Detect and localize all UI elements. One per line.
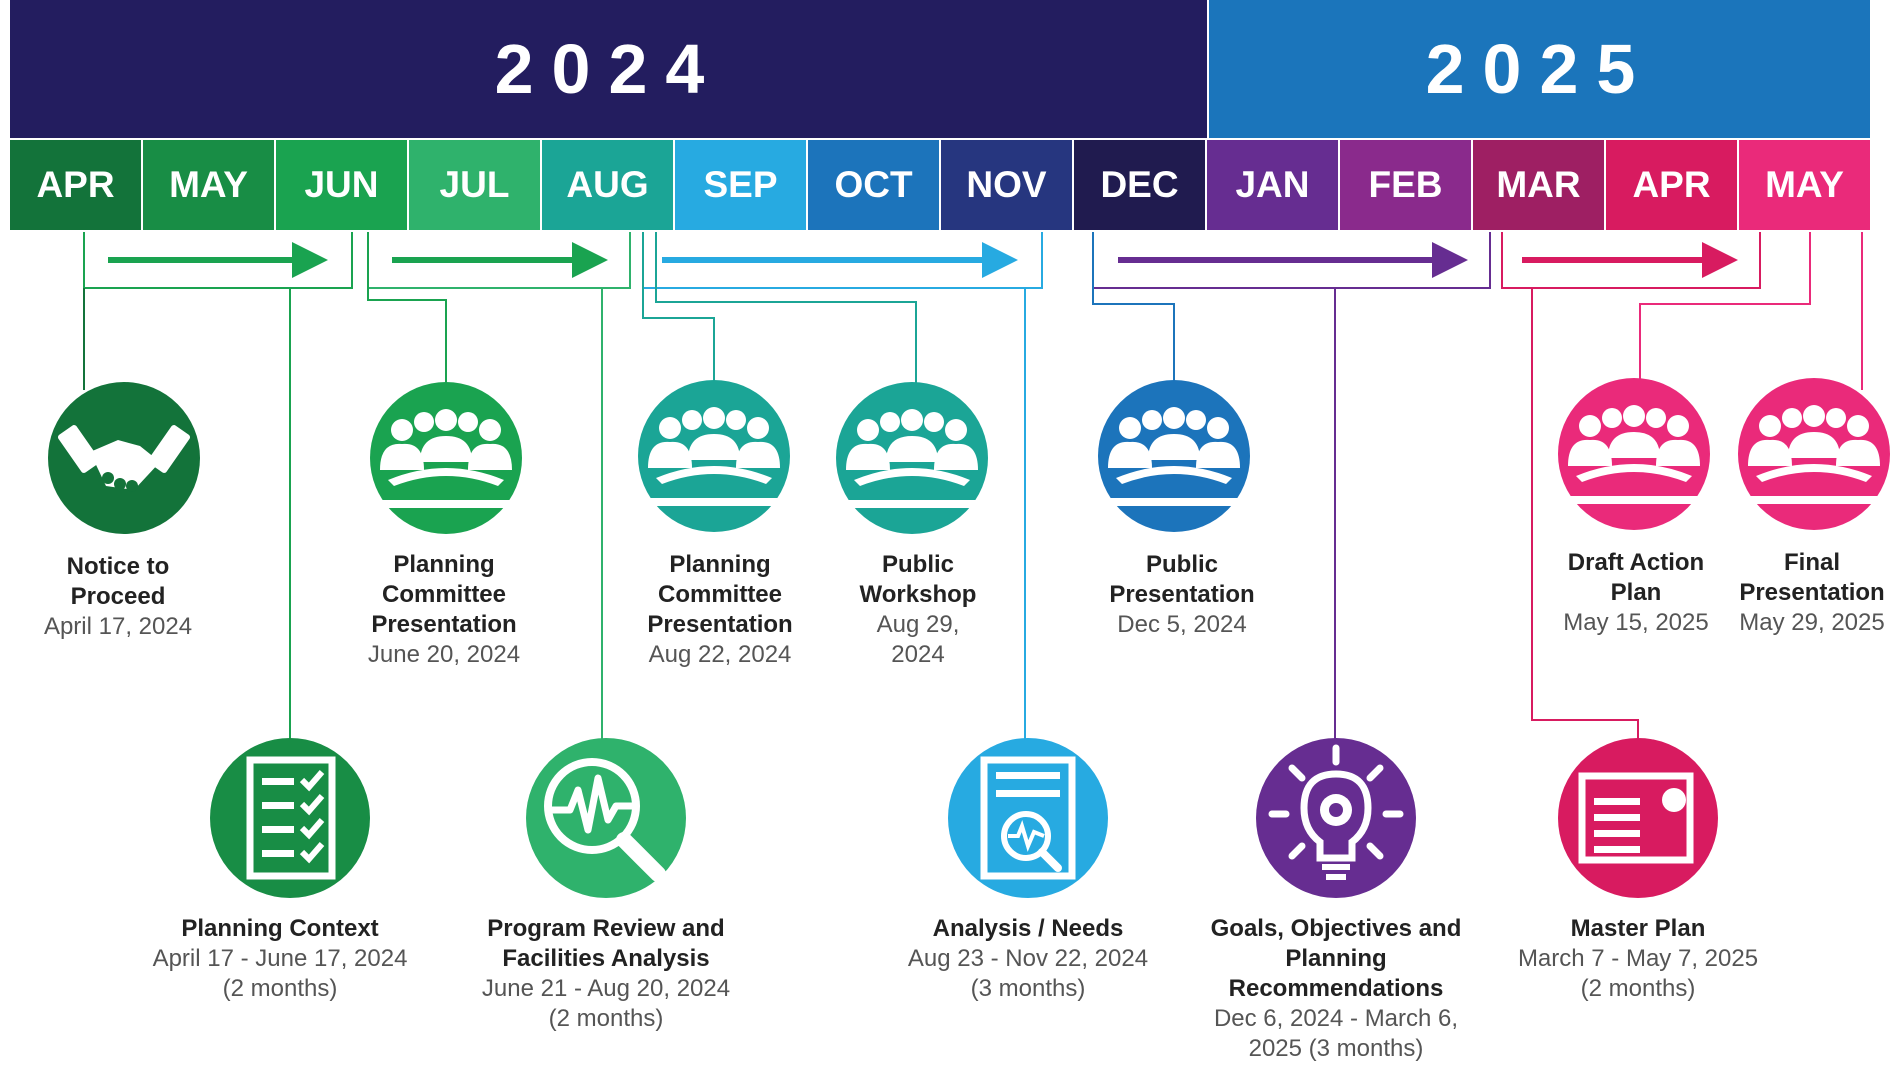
phase-dates: Dec 6, 2024 - March 6, [1213, 1005, 1459, 1032]
phase-title: Master Plan [1570, 915, 1706, 942]
phase-duration: (2 months) [548, 1005, 664, 1032]
phase-title: Goals, Objectives and Planning Recommend… [1210, 915, 1462, 1002]
month-cell: NOV [941, 140, 1074, 230]
magnifier-pulse-icon [526, 738, 686, 898]
year-2024-band: 2024 [10, 0, 1207, 138]
phase-label: Analysis / Needs Aug 23 - Nov 22, 2024 (… [878, 914, 1178, 1004]
group-icon [836, 382, 988, 534]
phase-title: Analysis / Needs [932, 915, 1124, 942]
handshake-icon [48, 382, 200, 534]
milestone-date: Aug 22, 2024 [648, 641, 792, 668]
group-icon [638, 380, 790, 532]
phase-duration: (3 months) [970, 975, 1086, 1002]
lightbulb-gear-icon [1256, 738, 1416, 898]
month-cell: JUN [276, 140, 409, 230]
month-cell: JUL [409, 140, 542, 230]
month-cell: DEC [1074, 140, 1207, 230]
phase-bracket-master-plan [1501, 232, 1761, 742]
month-cell: OCT [808, 140, 941, 230]
phase-duration: (2 months) [222, 975, 338, 1002]
plan-document-icon [1558, 738, 1718, 898]
group-icon [1558, 378, 1710, 530]
year-label: 2024 [494, 30, 723, 108]
milestone-title: Final Presentation [1739, 549, 1885, 606]
phase-dates: Aug 23 - Nov 22, 2024 [907, 945, 1149, 972]
milestone-title: Public Presentation [1109, 551, 1255, 608]
milestone-label: Public Workshop Aug 29, 2024 [848, 550, 988, 670]
phase-label: Program Review and Facilities Analysis J… [466, 914, 746, 1034]
phase-dates: March 7 - May 7, 2025 [1517, 945, 1759, 972]
month-cell: JAN [1207, 140, 1340, 230]
group-icon [1738, 378, 1890, 530]
milestone-title: Public Workshop [859, 551, 977, 608]
milestone-label: Draft Action Plan May 15, 2025 [1556, 548, 1716, 638]
report-icon [948, 738, 1108, 898]
phase-title: Program Review and Facilities Analysis [487, 915, 725, 972]
phase-title: Planning Context [181, 915, 379, 942]
year-2025-band: 2025 [1209, 0, 1870, 138]
milestone-date: Aug 29, 2024 [876, 611, 960, 668]
month-cell: SEP [675, 140, 808, 230]
milestone-title: Notice to Proceed [66, 553, 170, 610]
milestone-label: Notice to Proceed April 17, 2024 [38, 552, 198, 642]
phase-duration: (2 months) [1580, 975, 1696, 1002]
group-icon [370, 382, 522, 534]
month-cell: APR [10, 140, 143, 230]
milestone-date: Dec 5, 2024 [1117, 611, 1247, 638]
phase-duration: 2025 (3 months) [1248, 1035, 1424, 1062]
phase-dates: June 21 - Aug 20, 2024 [481, 975, 731, 1002]
milestone-date: May 15, 2025 [1563, 609, 1709, 636]
phase-label: Planning Context April 17 - June 17, 202… [130, 914, 430, 1004]
month-cell: FEB [1340, 140, 1473, 230]
milestone-date: April 17, 2024 [43, 613, 193, 640]
month-cell: MAY [143, 140, 276, 230]
phase-label: Master Plan March 7 - May 7, 2025 (2 mon… [1498, 914, 1778, 1004]
group-icon [1098, 380, 1250, 532]
milestone-date: May 29, 2025 [1739, 609, 1885, 636]
month-cell: MAY [1739, 140, 1870, 230]
milestone-label: Planning Committee Presentation Aug 22, … [640, 550, 800, 670]
milestone-label: Public Presentation Dec 5, 2024 [1102, 550, 1262, 640]
phase-label: Goals, Objectives and Planning Recommend… [1196, 914, 1476, 1064]
milestone-title: Planning Committee Presentation [371, 551, 517, 638]
milestone-label: Final Presentation May 29, 2025 [1732, 548, 1892, 638]
month-cell: AUG [542, 140, 675, 230]
milestone-label: Planning Committee Presentation June 20,… [364, 550, 524, 670]
checklist-icon [210, 738, 370, 898]
milestone-title: Draft Action Plan [1567, 549, 1705, 606]
phase-bracket-planning-context [83, 232, 353, 742]
milestone-date: June 20, 2024 [367, 641, 521, 668]
month-bar: APR MAY JUN JUL AUG SEP OCT NOV DEC JAN … [10, 140, 1870, 230]
year-label: 2025 [1425, 30, 1654, 108]
milestone-title: Planning Committee Presentation [647, 551, 793, 638]
month-cell: APR [1606, 140, 1739, 230]
phase-dates: April 17 - June 17, 2024 [152, 945, 408, 972]
month-cell: MAR [1473, 140, 1606, 230]
